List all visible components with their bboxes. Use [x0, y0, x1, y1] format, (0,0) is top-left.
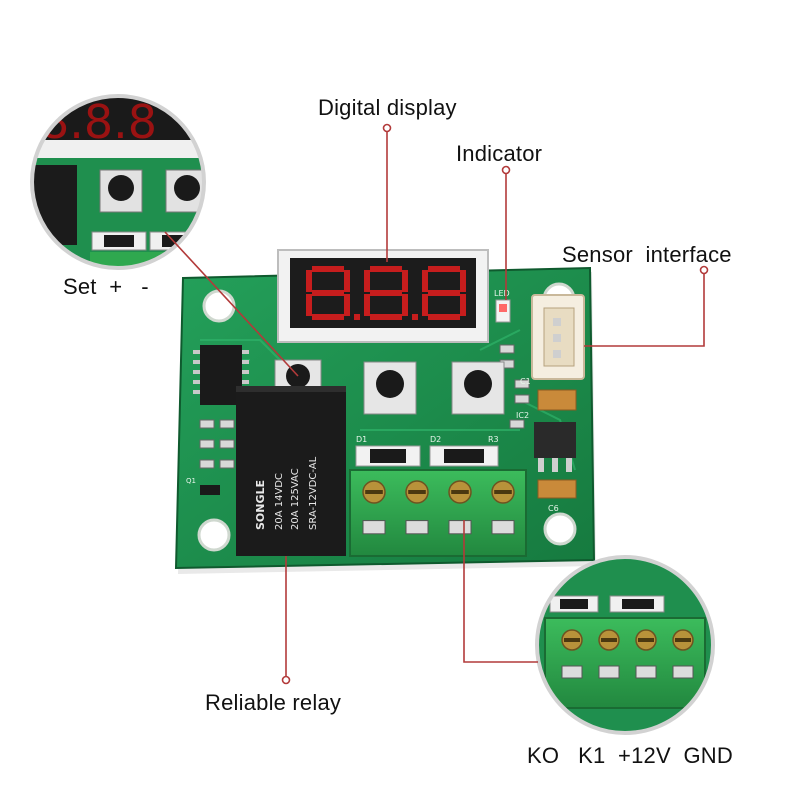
terminal-block	[349, 469, 527, 557]
display-digits	[306, 266, 466, 320]
digit-segment	[428, 314, 460, 320]
zoom-terminal-block	[535, 555, 715, 735]
leader-lines	[164, 128, 705, 680]
diodes: D1 D2 R3	[355, 435, 499, 467]
led-indicator: LED	[494, 289, 511, 323]
digit-segment	[364, 270, 370, 292]
screw-slot	[494, 490, 512, 494]
relay-rating-1: 20A 14VDC	[274, 473, 285, 530]
digit-segment	[312, 314, 344, 320]
wire-opening	[598, 665, 620, 679]
screw-slot	[638, 638, 654, 642]
q1-label: Q1	[186, 477, 196, 485]
digit-segment	[370, 266, 402, 272]
sensor-connector: C1	[520, 294, 585, 386]
digit-segment	[306, 270, 312, 292]
smd-components	[199, 344, 530, 469]
reliable-relay-label: Reliable relay	[205, 690, 342, 715]
decimal-point	[354, 314, 360, 320]
digit-segment	[402, 294, 408, 316]
capacitors: C6	[537, 389, 577, 513]
c6-label: C6	[548, 504, 559, 513]
digit-segment	[422, 270, 428, 292]
c1-label: C1	[520, 377, 531, 386]
digit-segment	[428, 290, 460, 296]
wire-opening	[635, 665, 657, 679]
minus-button	[451, 361, 505, 415]
relay-brand: SONGLE	[254, 480, 267, 530]
digit-segment	[370, 314, 402, 320]
screw-slot	[408, 490, 426, 494]
led-label: LED	[494, 289, 510, 298]
digit-segment	[370, 290, 402, 296]
q1-transistor	[200, 485, 220, 495]
digit-segment	[344, 270, 350, 292]
digit-segment	[312, 290, 344, 296]
digit-segment	[422, 294, 428, 316]
wire-opening	[561, 665, 583, 679]
relay-model: SRA-12VDC-AL	[308, 456, 319, 530]
digit-segment	[460, 294, 466, 316]
ic2-label: IC2	[516, 411, 529, 420]
leader-dots	[281, 123, 709, 685]
zoom-set-buttons: 8.8.8	[30, 94, 206, 270]
digit-segment	[344, 294, 350, 316]
screw-slot	[451, 490, 469, 494]
digital-display	[277, 249, 489, 343]
terminal-labels: KO K1 +12V GND	[527, 743, 733, 768]
screw-slot	[675, 638, 691, 642]
digital-display-label: Digital display	[318, 95, 457, 120]
r3-label: R3	[488, 435, 499, 444]
relay: SONGLE 20A 14VDC 20A 125VAC SRA-12VDC-AL	[236, 386, 346, 556]
decimal-point	[412, 314, 418, 320]
screw-slot	[564, 638, 580, 642]
digit-segment	[460, 270, 466, 292]
digit-segment	[306, 294, 312, 316]
wire-opening	[491, 520, 515, 535]
sensor-interface-label: Sensor interface	[562, 242, 732, 267]
wire-opening	[362, 520, 386, 535]
indicator-label: Indicator	[456, 141, 543, 166]
digit-segment	[312, 266, 344, 272]
set-buttons-label: Set + -	[63, 274, 149, 299]
wire-opening	[672, 665, 694, 679]
plus-button	[363, 361, 417, 415]
wire-opening	[448, 520, 472, 535]
wire-opening	[405, 520, 429, 535]
screw-slot	[365, 490, 383, 494]
digit-segment	[364, 294, 370, 316]
screw-slot	[601, 638, 617, 642]
voltage-regulator: IC2	[516, 411, 576, 472]
relay-rating-2: 20A 125VAC	[290, 468, 301, 530]
d2-label: D2	[430, 435, 441, 444]
digit-segment	[428, 266, 460, 272]
digit-segment	[402, 270, 408, 292]
ic-chip	[193, 345, 249, 405]
d1-label: D1	[356, 435, 367, 444]
